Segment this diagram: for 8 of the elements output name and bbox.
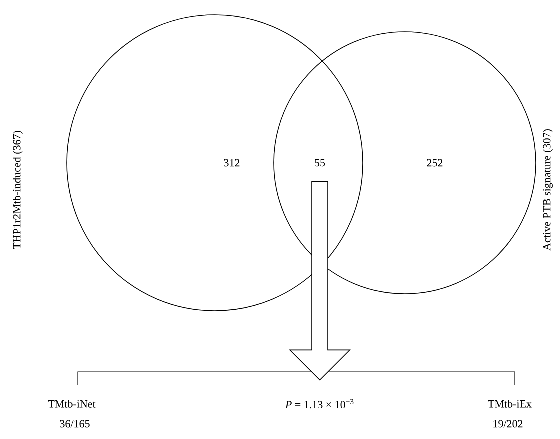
group-label: 19/202 xyxy=(494,420,523,428)
group-label: 36/165 xyxy=(60,420,90,428)
count-text: 55 xyxy=(315,159,326,167)
count-text: P = 1.13 × 10$^{−3}$ xyxy=(285,399,354,409)
set-label: THP1r2Mtb-induced (367) xyxy=(13,131,23,250)
group-label: TMtb-iEx xyxy=(488,400,532,408)
block-arrow xyxy=(289,181,351,381)
group-label: TMtb-iNet xyxy=(48,400,96,408)
